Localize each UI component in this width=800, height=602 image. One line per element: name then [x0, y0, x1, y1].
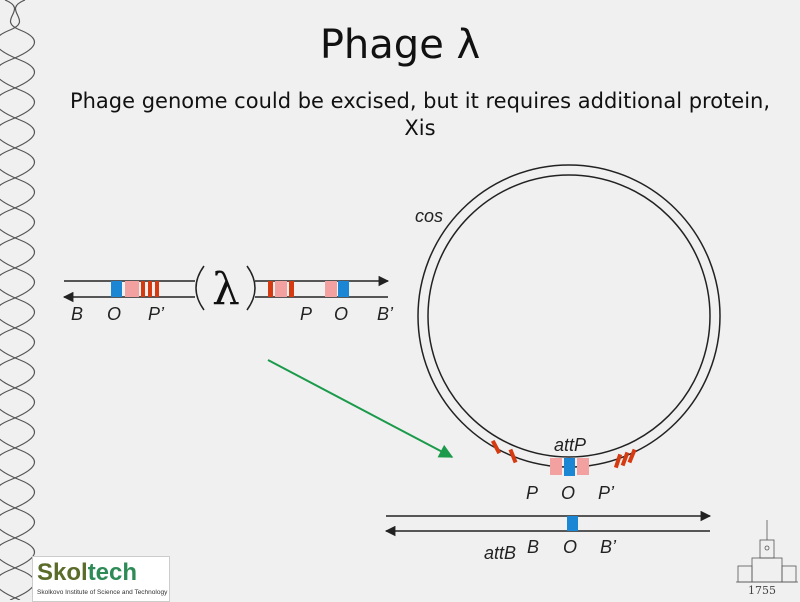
lambda-bracket-right: [246, 265, 256, 311]
right-arm-pink-1: [275, 281, 287, 297]
left-core-site: [111, 281, 122, 297]
slide-subtitle: Phage genome could be excised, but it re…: [60, 88, 780, 142]
logo-name-part1: Skol: [37, 559, 88, 586]
circular-phage: cos attP P O P’: [415, 164, 721, 503]
linear-prophage: λ B O P’ P O B’: [62, 264, 394, 324]
circle-core-site: [564, 458, 575, 476]
label-P-prime-left: P’: [148, 304, 165, 324]
label-B-prime-bottom: B’: [600, 537, 617, 557]
label-P-prime-circle: P’: [598, 483, 615, 503]
label-O-circle: O: [561, 483, 575, 503]
left-arm-red-2: [148, 281, 152, 297]
circle-arm-red-left-1: [490, 439, 502, 455]
right-core-site: [338, 281, 349, 297]
label-B-bottom: B: [527, 537, 539, 557]
decorative-border: [0, 0, 35, 600]
label-P-circle: P: [526, 483, 538, 503]
year-label: 1755: [748, 584, 776, 597]
label-O-right: O: [334, 304, 348, 324]
label-B: B: [71, 304, 83, 324]
lambda-bracket-left: [195, 265, 205, 311]
logo-name-part2: tech: [87, 559, 138, 586]
left-arm-red-1: [141, 281, 145, 297]
bacterial-attB: attB B O B’: [384, 510, 712, 563]
subtitle-line-1: Phage genome could be excised, but it re…: [69, 89, 771, 113]
circle-arm-pink-left: [550, 458, 562, 475]
label-attP: attP: [554, 435, 586, 455]
label-attB: attB: [484, 543, 516, 563]
circle-arm-red-right-2: [620, 451, 630, 467]
label-B-prime: B’: [377, 304, 394, 324]
circle-arm-pink-right: [577, 458, 589, 475]
lambda-symbol: λ: [212, 264, 240, 315]
label-P-right: P: [300, 304, 312, 324]
left-arm-pink: [125, 281, 139, 297]
right-arm-red-1: [268, 281, 273, 297]
logo-wordmark: Skoltech: [37, 559, 137, 587]
logo-subtitle: Skolkovo Institute of Science and Techno…: [37, 589, 168, 596]
outer-circle: [417, 164, 721, 468]
subtitle-line-2: Xis: [404, 116, 436, 140]
university-building-illustration: [736, 520, 798, 583]
right-arm-red-2: [289, 281, 294, 297]
label-O-bottom: O: [563, 537, 577, 557]
attB-core-site: [567, 516, 578, 531]
label-O-left: O: [107, 304, 121, 324]
circle-arm-red-right-3: [627, 448, 637, 464]
slide-title: Phage λ: [319, 22, 481, 68]
inner-circle: [427, 174, 711, 458]
circle-arm-red-left-2: [508, 448, 518, 464]
excision-arrow: [267, 359, 454, 458]
label-cos: cos: [415, 206, 443, 226]
right-arm-pink-2: [325, 281, 337, 297]
left-arm-red-3: [155, 281, 159, 297]
skoltech-logo: Skoltech Skolkovo Institute of Science a…: [32, 556, 170, 602]
circle-arm-red-right-1: [613, 453, 623, 469]
